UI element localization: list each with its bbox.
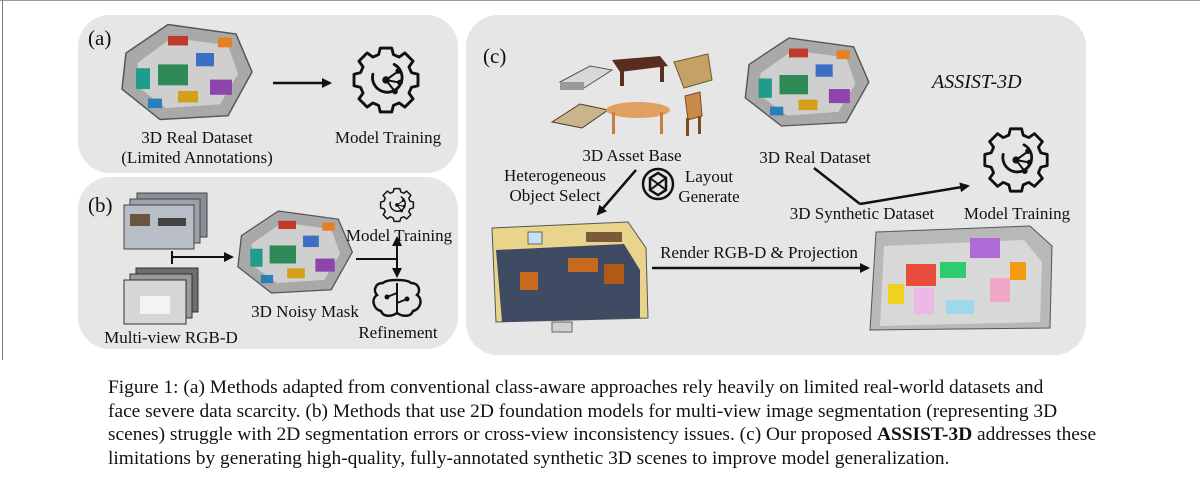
caption-line-3-post: addresses these (972, 424, 1097, 445)
select-label-2: Object Select (509, 186, 601, 205)
generated-room-render (491, 221, 649, 333)
multiview-label: Multi-view RGB-D (104, 328, 238, 347)
training-label-a: Model Training (334, 128, 442, 147)
caption-method-name: ASSIST-3D (876, 424, 973, 445)
noisy-mask-label: 3D Noisy Mask (251, 302, 359, 321)
caption-line-4: limitations by generating high-quality, … (108, 447, 950, 469)
caption-line-3: scenes) struggle with 2D segmentation er… (108, 423, 1198, 447)
line-real-to-merge (813, 167, 861, 205)
panel-c-title: ASSIST-3D (932, 71, 1022, 93)
real-dataset-scan-c (744, 37, 870, 127)
model-training-icon-c (983, 127, 1049, 193)
arrow-merge-to-training (859, 182, 970, 206)
depth-map-stack (123, 267, 199, 325)
panel-b-label: (b) (88, 193, 113, 217)
refinement-brain-icon (372, 278, 422, 318)
figure-caption: Figure 1: (a) Methods adapted from conve… (108, 376, 1198, 470)
arrow-asset-to-room (596, 169, 637, 216)
caption-line-2: face severe data scarcity. (b) Methods t… (108, 400, 1058, 422)
model-training-icon-a (352, 46, 420, 114)
panel-a-label: (a) (88, 26, 112, 50)
dataset-subtitle-a: (Limited Annotations) (121, 148, 273, 167)
training-label-c: Model Training (963, 204, 1071, 223)
refinement-label: Refinement (358, 323, 438, 342)
synthetic-dataset-label: 3D Synthetic Dataset (789, 204, 935, 223)
office-photo-stack (123, 192, 208, 250)
training-label-b: Model Training (345, 226, 453, 245)
real-dataset-scan-a (121, 23, 253, 121)
caption-line-1: Figure 1: (a) Methods adapted from conve… (108, 377, 1044, 398)
page-top-border (0, 0, 1200, 1)
model-training-icon-b (379, 187, 415, 223)
layout-label-1: Layout (684, 167, 734, 186)
noisy-mask-scan (237, 210, 353, 294)
panel-c-label: (c) (483, 44, 507, 68)
render-label: Render RGB-D & Projection (660, 243, 858, 262)
synthetic-dataset-render (869, 225, 1053, 331)
select-label-1: Heterogeneous (504, 166, 606, 185)
page-left-border (2, 0, 3, 360)
asset-base-furniture (550, 53, 713, 136)
caption-line-3-pre: scenes) struggle with 2D segmentation er… (108, 424, 877, 445)
layout-label-2: Generate (678, 187, 740, 206)
asset-base-label: 3D Asset Base (582, 146, 682, 165)
dataset-title-a: 3D Real Dataset (141, 128, 253, 147)
openai-icon (641, 167, 675, 201)
real-dataset-label-c: 3D Real Dataset (759, 148, 871, 167)
